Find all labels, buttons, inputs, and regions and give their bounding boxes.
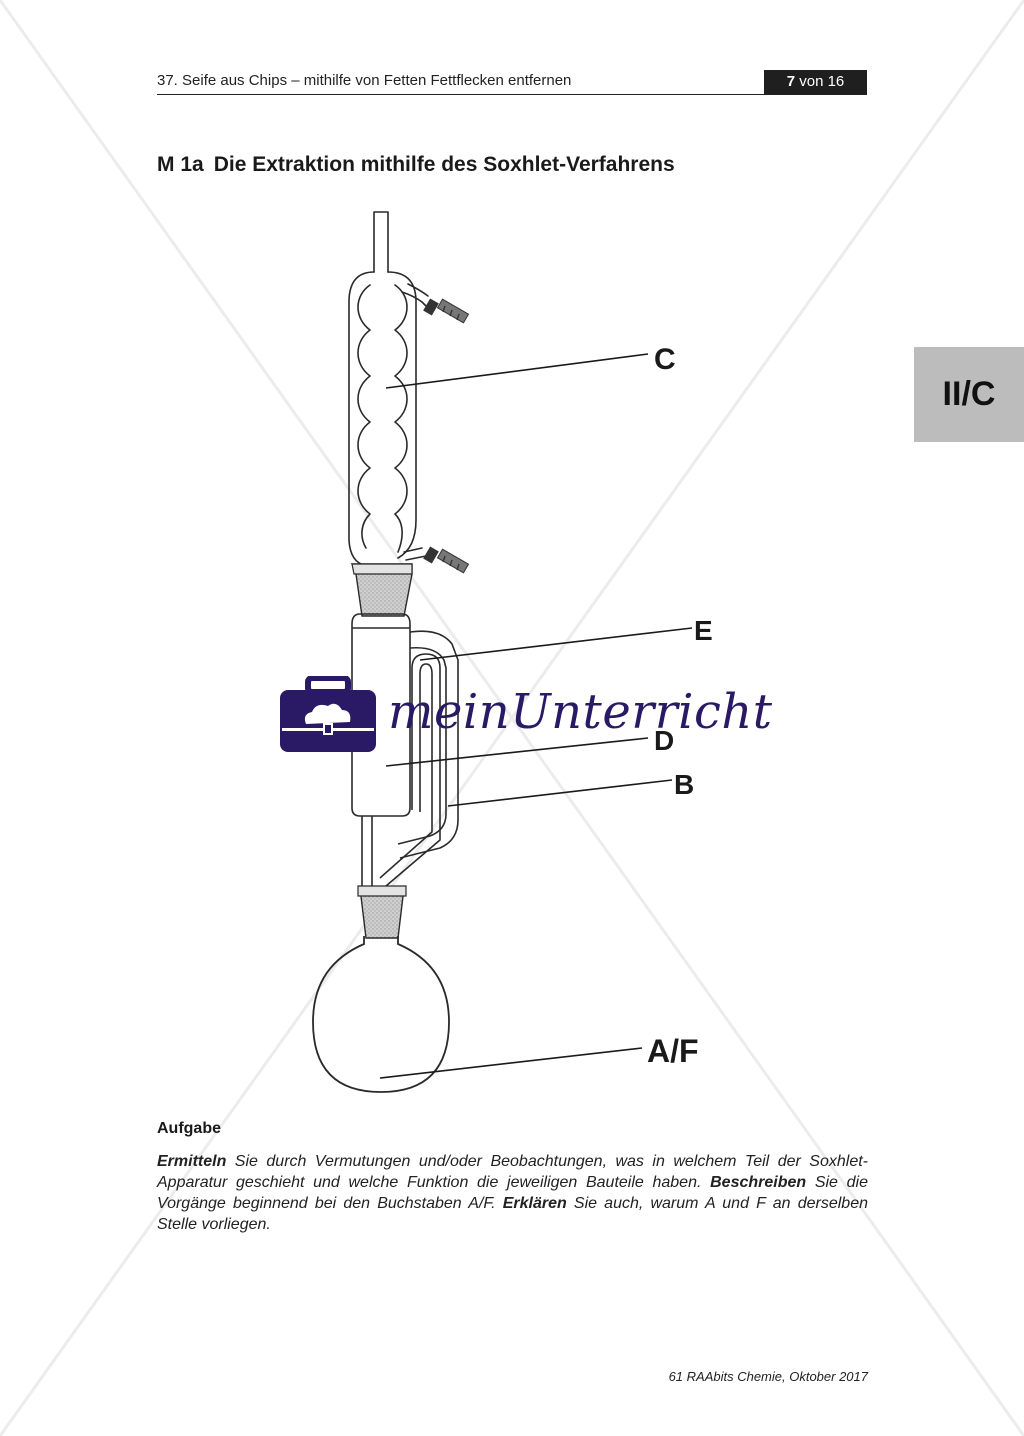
round-bottom-flask (312, 936, 450, 1093)
page-footer: 61 RAAbits Chemie, Oktober 2017 (668, 1369, 868, 1384)
condenser-jacket (348, 271, 417, 567)
siphon-tube (379, 653, 441, 887)
task-text-part-2: Sie die Vorgänge beginnend bei den Buchs… (157, 1174, 868, 1212)
leader-line-d (385, 737, 649, 767)
page-heading: M 1a Die Extraktion mithilfe des Soxhlet-… (157, 153, 675, 177)
condenser-top-tube (373, 211, 389, 273)
task-text: Ermitteln Sie durch Vermutungen und/oder… (157, 1151, 868, 1235)
label-d: D (654, 725, 674, 756)
task-verb-beschreiben: Beschreiben (710, 1174, 807, 1191)
page-number-badge: 7 von 16 (764, 70, 867, 94)
watermark-brand: meinUnterricht (388, 684, 773, 740)
condenser-upper-arm (401, 283, 431, 311)
leader-line-e (419, 627, 693, 661)
extractor-chamber (351, 613, 411, 817)
hose-connector-lower (423, 546, 470, 574)
heading-title: Die Extraktion mithilfe des Soxhlet-Verf… (213, 153, 675, 176)
task-text-part-3: Sie auch, warum A und F an derselben Ste… (157, 1195, 868, 1233)
page-total: von 16 (795, 73, 845, 90)
leader-line-b (447, 779, 673, 807)
label-e: E (694, 615, 713, 646)
vapor-tube (397, 630, 459, 859)
task-heading: Aufgabe (157, 1120, 221, 1137)
header-rule (157, 94, 867, 95)
hose-connector-upper (423, 298, 470, 324)
section-tab: II/C (914, 347, 1024, 442)
condenser-bulbs (357, 284, 408, 553)
label-b: B (674, 769, 694, 800)
task-text-part-1: Sie durch Vermutungen und/oder Beobachtu… (157, 1153, 868, 1191)
label-af: A/F (647, 1033, 699, 1069)
material-code: M 1a (157, 153, 204, 176)
task-verb-erklaeren: Erklären (502, 1195, 567, 1212)
task-verb-ermitteln: Ermitteln (157, 1153, 227, 1170)
extractor-neck (361, 816, 373, 888)
label-c: C (654, 343, 676, 376)
condenser-lower-arm (403, 547, 427, 561)
leader-line-af (379, 1047, 643, 1079)
running-header-title: 37. Seife aus Chips – mithilfe von Fette… (157, 72, 572, 89)
leader-line-c (385, 353, 649, 389)
page-number: 7 (786, 73, 796, 90)
briefcase-icon (280, 676, 376, 752)
